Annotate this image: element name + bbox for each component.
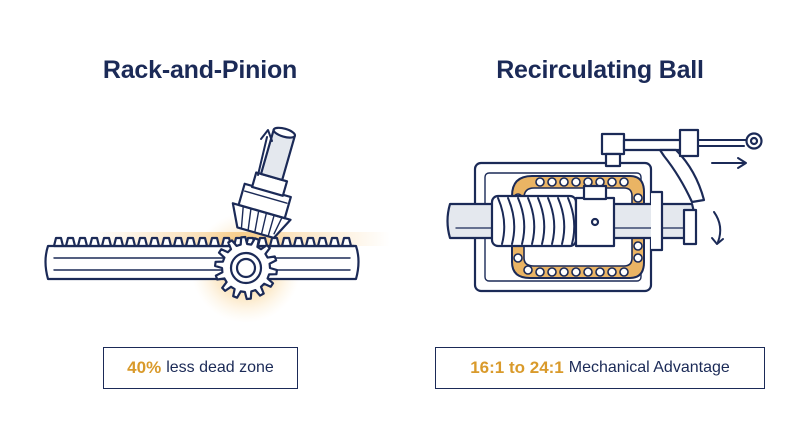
rack-and-pinion-callout: 40% less dead zone bbox=[103, 347, 298, 389]
dead-zone-caption: less dead zone bbox=[166, 359, 274, 376]
recirculating-ball-callout: 16:1 to 24:1 Mechanical Advantage bbox=[435, 347, 765, 389]
rack-teeth bbox=[52, 236, 356, 248]
sector-rotation-arrow-icon bbox=[711, 211, 724, 245]
mechanical-advantage-caption: Mechanical Advantage bbox=[568, 359, 730, 376]
pinion-gear bbox=[214, 235, 278, 301]
dead-zone-percentage: 40% bbox=[127, 358, 162, 377]
rack-bar bbox=[44, 236, 360, 281]
rack-and-pinion-title: Rack-and-Pinion bbox=[102, 56, 298, 84]
worm-gear bbox=[490, 194, 578, 248]
recirculating-ball-title: Recirculating Ball bbox=[496, 56, 704, 84]
steering-column bbox=[231, 126, 297, 240]
rack-and-pinion-illustration bbox=[44, 126, 390, 323]
column-rotation-arrow-icon bbox=[257, 129, 273, 176]
pitman-arm bbox=[600, 128, 763, 204]
mechanical-advantage-ratio: 16:1 to 24:1 bbox=[470, 358, 564, 377]
tie-rod-motion-arrow-icon bbox=[711, 157, 747, 169]
recirculating-ball-illustration bbox=[446, 128, 763, 293]
